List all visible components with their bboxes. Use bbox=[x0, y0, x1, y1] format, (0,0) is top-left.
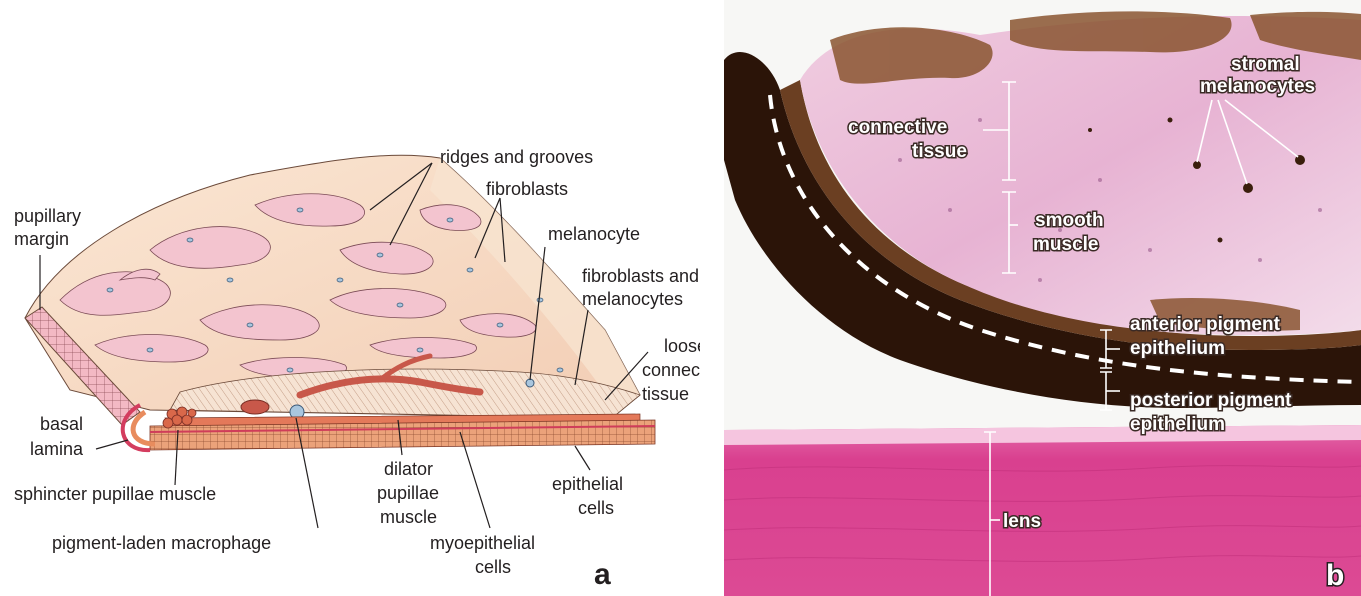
label-stromal-2: melanocytes bbox=[1200, 76, 1315, 97]
label-posterior-2: epithelium bbox=[1130, 414, 1225, 435]
label-pupillary-margin-2: margin bbox=[14, 229, 69, 249]
label-smooth-2: muscle bbox=[1033, 234, 1098, 255]
label-stromal-1: stromal bbox=[1231, 54, 1300, 75]
iris-schematic-panel: ridges and grooves fibroblasts pupillary… bbox=[0, 0, 700, 596]
label-connective-1: connective bbox=[848, 117, 947, 138]
label-anterior-1: anterior pigment bbox=[1130, 314, 1281, 335]
label-myoepithelial-1: myoepithelial bbox=[430, 533, 535, 553]
label-melanocyte: melanocyte bbox=[548, 224, 640, 244]
label-basal-lamina-2: lamina bbox=[30, 439, 84, 459]
pigment-brown-rim bbox=[780, 80, 1361, 350]
lens-capsule bbox=[724, 425, 1361, 445]
label-ridges-and-grooves: ridges and grooves bbox=[440, 147, 593, 167]
label-fibroblasts-and-melanocytes-1: fibroblasts and bbox=[582, 266, 699, 286]
label-dilator-1: dilator bbox=[384, 459, 433, 479]
label-basal-lamina-1: basal bbox=[40, 414, 83, 434]
label-anterior-2: epithelium bbox=[1130, 338, 1225, 359]
label-loose-connective-tissue-2: connective bbox=[642, 360, 700, 380]
lens-fiber-lines bbox=[724, 466, 1361, 562]
vessel-cross-section bbox=[241, 400, 269, 414]
stromal-melanocyte-dots bbox=[1088, 118, 1305, 243]
label-dilator-3: muscle bbox=[380, 507, 437, 527]
stromal-pigment-patches bbox=[830, 11, 1361, 330]
lens-tissue bbox=[724, 425, 1361, 596]
label-loose-connective-tissue-1: loose bbox=[664, 336, 700, 356]
label-epithelial-cells-2: cells bbox=[578, 498, 614, 518]
label-sphincter-pupillae-muscle: sphincter pupillae muscle bbox=[14, 484, 216, 504]
label-fibroblasts: fibroblasts bbox=[486, 179, 568, 199]
iris-stroma-stained bbox=[800, 16, 1361, 335]
label-smooth-1: smooth bbox=[1035, 210, 1104, 231]
label-myoepithelial-2: cells bbox=[475, 557, 511, 577]
panel-b-brackets bbox=[983, 82, 1298, 596]
panel-letter-b: b bbox=[1326, 559, 1344, 592]
epithelium-boundary-dashed bbox=[770, 95, 1361, 382]
iris-pigment-epithelium bbox=[724, 52, 1361, 408]
panel-letter-a: a bbox=[594, 558, 611, 591]
label-connective-2: tissue bbox=[912, 141, 967, 162]
label-pupillary-margin-1: pupillary bbox=[14, 206, 81, 226]
micrograph-background bbox=[724, 0, 1361, 596]
label-posterior-1: posterior pigment bbox=[1130, 390, 1292, 411]
stroma-nuclei-speckle bbox=[898, 118, 1322, 282]
label-dilator-2: pupillae bbox=[377, 483, 439, 503]
label-loose-connective-tissue-3: tissue bbox=[642, 384, 689, 404]
label-lens: lens bbox=[1003, 511, 1041, 532]
label-fibroblasts-and-melanocytes-2: melanocytes bbox=[582, 289, 683, 309]
label-pigment-laden-macrophage: pigment-laden macrophage bbox=[52, 533, 271, 553]
melanocyte-cell bbox=[526, 379, 534, 387]
label-epithelial-cells-1: epithelial bbox=[552, 474, 623, 494]
